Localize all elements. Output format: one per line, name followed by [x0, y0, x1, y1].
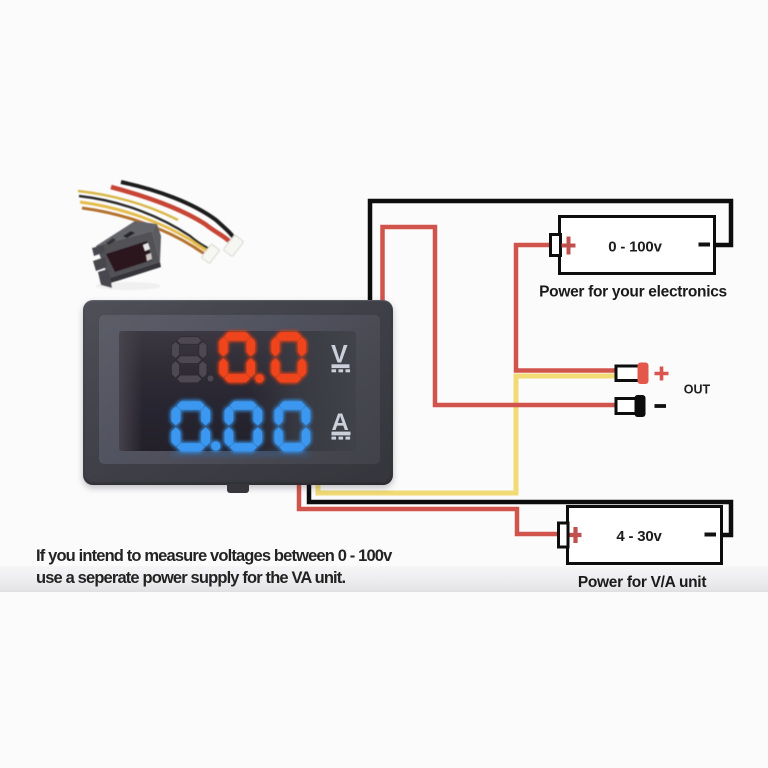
svg-text:V: V — [331, 341, 348, 369]
svg-text:Power for V/A unit: Power for V/A unit — [578, 574, 707, 591]
svg-text:0 - 100v: 0 - 100v — [608, 239, 662, 256]
svg-text:OUT: OUT — [684, 383, 711, 397]
svg-text:Power for your electronics: Power for your electronics — [539, 284, 727, 301]
svg-text:4 - 30v: 4 - 30v — [616, 528, 662, 545]
svg-text:A: A — [332, 409, 349, 436]
